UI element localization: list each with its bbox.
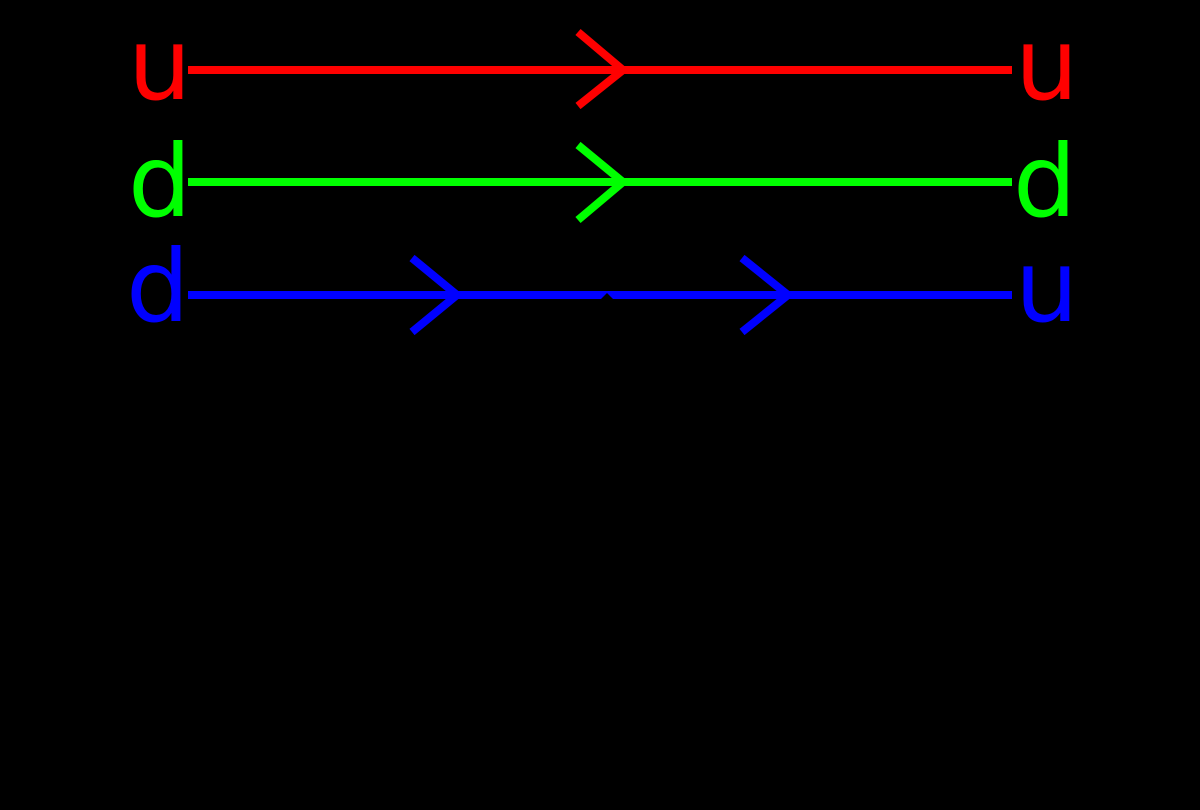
arrowhead-icon <box>575 141 630 224</box>
arrowhead-icon <box>739 254 795 336</box>
vertex-notch <box>600 293 614 300</box>
start-label-3: d <box>126 228 189 345</box>
quark-line-2: d d <box>128 123 1076 240</box>
quark-line-1: u u <box>128 6 1078 123</box>
start-label-1: u <box>128 6 191 123</box>
arrowhead-icon <box>575 28 630 110</box>
end-label-2: d <box>1013 123 1076 240</box>
quark-line-3: d u <box>126 228 1078 345</box>
arrowhead-icon <box>409 254 464 336</box>
end-label-1: u <box>1015 6 1078 123</box>
end-label-3: u <box>1015 228 1078 345</box>
start-label-2: d <box>128 123 191 240</box>
